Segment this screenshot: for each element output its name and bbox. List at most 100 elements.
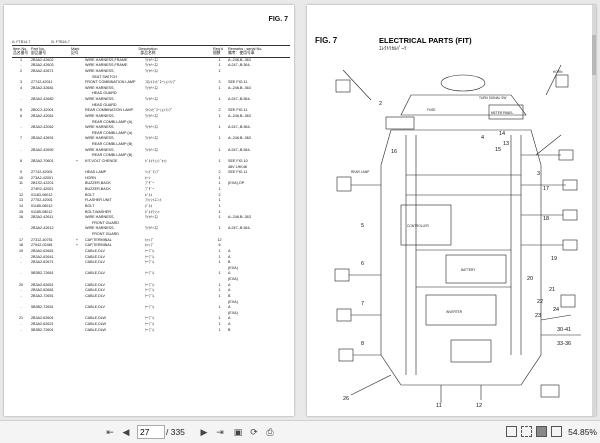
next-page-icon[interactable]: ▶ [200,427,208,437]
cell-description: WIRE HARNESS,ﾜｲﾔﾊｰﾈｽ [84,125,212,131]
cell-part-no: 27702-42001 [31,198,53,203]
cell-reqd: 1 [218,226,221,231]
cell-description: REAR COMBI.LAMP (B) [84,142,212,148]
description-jp: ﾜｲﾔﾊｰﾈｽ [145,147,158,152]
cell-mark: + [75,237,79,242]
cell-reqd: 1 [218,327,221,332]
page-number-input[interactable] [137,425,165,439]
cell-description: SEAT SWITCH [84,75,212,81]
description-jp: ﾎﾞﾙﾄ [145,192,153,197]
callout-15: 15 [495,147,501,153]
cell-item: - [20,260,22,265]
cell-part-no: 2B3A2-42611 [31,215,54,220]
right-page: FIG. 7 ELECTRICAL PARTS (FIT) ｴﾚｸﾄﾘｶﾙﾊﾟｰ… [307,5,596,416]
description-en: BOLT,WASHER [85,209,112,214]
cell-reqd: 12 [217,237,222,242]
description-en: WIRE HARNESS, [85,136,115,141]
description-en: FLASHER UNIT [85,198,112,203]
cell-reqd: 1 [218,68,221,73]
fit-page-icon[interactable]: ▣ [233,427,243,437]
cell-remarks: A [228,316,231,321]
cell-reqd: 1 [218,97,221,102]
cell-reqd: 1 [218,260,221,265]
description-en: WIRE HARNESS, [85,97,115,102]
comp-switch-3 [562,209,578,221]
description-en: HEAD GUARD [92,91,117,96]
print-icon[interactable]: ⎙ [266,427,274,437]
cell-reqd: 1 [218,215,221,220]
cell-description: WIRE HARNESS,ﾜｲﾔﾊｰﾈｽ [84,114,212,120]
last-page-icon[interactable]: ⇥ [216,427,224,437]
description-jp: ﾍｯﾄﾞﾗﾝﾌﾟ [145,170,160,175]
two-page-view-icon[interactable] [536,426,547,437]
cell-item: 16 [18,215,24,220]
description-jp: ﾎﾞﾙﾄﾜｯｼｬ [145,209,160,214]
cell-item: - [20,187,22,192]
cell-item: - [20,226,22,231]
model-ref-a: A: FTB14-7 [12,40,31,44]
description-en: WIRE HARNESS, [85,226,115,231]
cell-item: - [20,254,22,259]
cell-reqd: 1 [218,187,221,192]
cell-part-no: 27042-02481 [31,243,53,248]
meter-panel [488,104,524,120]
rotate-icon[interactable]: ⟳ [250,427,258,437]
cell-remarks: A:-246,B:-363 [228,215,251,220]
continuous-view-icon[interactable] [521,426,532,437]
description-jp: ﾌﾗｯｼｬﾕﾆｯﾄ [145,198,162,203]
callout-6: 6 [361,261,364,267]
description-jp: ｹｰﾌﾞﾙ [145,316,155,321]
description-en: CABLE,DLW [85,322,107,327]
cell-remarks: A:247-,B:364- [228,97,251,102]
controller-block [400,204,452,246]
cell-remarks: A:-246,B:-363 [228,85,251,90]
cell-reqd: 1 [218,248,221,253]
cell-remarks: SEE FIG.11 [228,108,248,113]
cell-part-no: 2B3A2-62681 [31,288,54,293]
cell-mark: + [75,158,79,163]
table-row: REAR COMBI.LAMP (B) [12,142,290,148]
description-en: CABLE,DLV [85,271,106,276]
harness-main [405,135,522,375]
cell-reqd: 1 [218,316,221,321]
cell-remarks: A:247-,B:364- [228,226,251,231]
cell-item: 7 [19,136,23,141]
single-page-view-icon[interactable] [506,426,517,437]
previous-page-icon[interactable]: ◀ [122,427,130,437]
description-en: WIRE HARNESS, [85,147,115,152]
description-en: CABLE,DLV [85,282,106,287]
callout-24: 24 [553,307,559,313]
label-inverter: INVERTER [446,310,463,314]
description-en: CABLE,DLW [85,316,107,321]
cell-reqd: 1 [218,113,221,118]
inverter-block [425,294,497,326]
cell-remarks: A:247-,B:364- [228,63,251,68]
cell-item: 11 [19,181,23,186]
description-en: WIRE HARNESS, [85,113,115,118]
first-page-icon[interactable]: ⇤ [106,427,114,437]
cell-remarks: B [228,327,231,332]
cell-reqd: 1 [218,57,221,62]
scroll-thumb[interactable] [592,35,596,75]
zoom-level[interactable]: 54.85% [568,427,597,437]
facing-view-icon[interactable] [551,426,562,437]
cell-mark [70,328,84,334]
description-jp: ｹｰﾌﾞﾙ [145,305,155,310]
callout-13: 13 [503,141,509,147]
vertical-scrollbar[interactable] [592,5,596,416]
cell-description: HEAD GUARD [84,103,212,109]
label-horn: HORN [553,70,563,74]
description-en: REAR COMBINATION LAMP [85,108,134,113]
harness-cross [406,174,521,288]
cell-item: 8 [19,158,23,163]
cell-remarks: A:247-,B:364- [228,147,251,152]
callout-22: 22 [537,299,543,305]
description-en: CABLE,DLW [85,327,107,332]
